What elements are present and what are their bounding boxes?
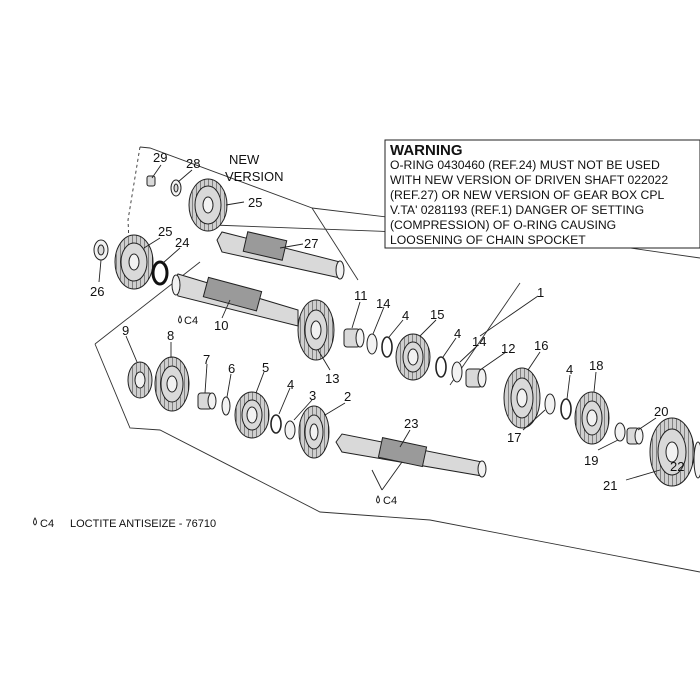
drop-icon [376, 495, 380, 504]
part-12-bush [465, 368, 487, 388]
callout-6: 6 [228, 361, 235, 376]
callout-18: 18 [589, 358, 603, 373]
callout-2: 2 [344, 389, 351, 404]
part-8-gear [154, 356, 190, 412]
part-19-washer [614, 422, 626, 442]
part-13-gear [297, 299, 335, 361]
warning-box: WARNING O-RING 0430460 (REF.24) MUST NOT… [384, 139, 700, 249]
warning-line: O-RING 0430460 (REF.24) MUST NOT BE USED [390, 158, 660, 172]
part-21-gear [649, 417, 695, 487]
part-27-driven-shaft [216, 231, 345, 280]
part-18-gear [574, 391, 610, 445]
part-2-gear [298, 405, 330, 459]
callout-4: 4 [287, 377, 294, 392]
loctite-code: C4 [383, 495, 397, 507]
part-7-bush [197, 392, 217, 410]
callout-15: 15 [430, 307, 444, 322]
callout-4: 4 [566, 362, 573, 377]
callout-27: 27 [304, 236, 318, 251]
callout-4: 4 [454, 326, 461, 341]
callout-numbers: 29 28 25 27 25 24 26 10 13 11 14 4 15 4 … [90, 150, 684, 493]
part-4-circlip [435, 356, 447, 378]
callout-9: 9 [122, 323, 129, 338]
warning-line: (REF.27) OR NEW VERSION OF GEAR BOX CPL [390, 188, 664, 202]
callout-10: 10 [214, 318, 228, 333]
part-24-o-ring [151, 260, 169, 286]
legend-text: LOCTITE ANTISEIZE - 76710 [70, 518, 216, 530]
part-14-washer [366, 333, 378, 355]
part-4-circlip [560, 398, 572, 420]
part-25-sprocket-new [188, 178, 228, 232]
part-5-gear [234, 391, 270, 439]
callout-29: 29 [153, 150, 167, 165]
drop-icon [33, 517, 37, 526]
warning-line: V.TA' 0281193 (REF.1) DANGER OF SETTING [390, 203, 644, 217]
callout-25: 25 [158, 224, 172, 239]
warning-line: WITH NEW VERSION OF DRIVEN SHAFT 022022 [390, 173, 668, 187]
callout-14: 14 [376, 296, 390, 311]
new-version-label: VERSION [225, 169, 284, 184]
callout-24: 24 [175, 235, 189, 250]
part-10-shaft [171, 273, 299, 327]
part-3-washer [284, 420, 296, 440]
part-23-main-shaft [335, 433, 487, 478]
part-20-bush [626, 427, 644, 445]
callout-5: 5 [262, 360, 269, 375]
part-29-nut [146, 175, 156, 187]
callout-23: 23 [404, 416, 418, 431]
callout-12: 12 [501, 341, 515, 356]
loctite-marker-shaft-23: C4 [371, 461, 403, 507]
callout-22: 22 [670, 459, 684, 474]
part-6-washer [221, 396, 231, 416]
loctite-code: C4 [184, 315, 198, 327]
callout-13: 13 [325, 371, 339, 386]
legend: C4 LOCTITE ANTISEIZE - 76710 [33, 517, 216, 530]
part-14-washer [451, 361, 463, 383]
part-4-circlip [381, 336, 393, 358]
part-25-sprocket [114, 234, 154, 290]
loctite-marker-shaft-10: C4 [178, 315, 198, 327]
callout-11: 11 [354, 288, 368, 303]
warning-line: LOOSENING OF CHAIN SPOCKET [390, 233, 586, 247]
part-22-gear [693, 441, 700, 479]
new-version-label: NEW [229, 152, 260, 167]
part-26-washer [93, 239, 109, 261]
warning-title: WARNING [390, 142, 463, 159]
part-28-washer [170, 179, 182, 197]
warning-line: (COMPRESSION) OF O-RING CAUSING [390, 218, 616, 232]
callout-8: 8 [167, 328, 174, 343]
part-15-gear [395, 333, 431, 381]
legend-code: C4 [40, 518, 54, 530]
callout-19: 19 [584, 453, 598, 468]
callout-7: 7 [203, 352, 210, 367]
callout-17: 17 [507, 430, 521, 445]
callout-20: 20 [654, 404, 668, 419]
callout-14: 14 [472, 334, 486, 349]
callout-1: 1 [537, 285, 544, 300]
part-17-washer [544, 393, 556, 415]
callout-16: 16 [534, 338, 548, 353]
callout-3: 3 [309, 388, 316, 403]
callout-21: 21 [603, 478, 617, 493]
callout-26: 26 [90, 284, 104, 299]
part-16-gear [503, 367, 541, 429]
drop-icon [178, 315, 182, 324]
callout-28: 28 [186, 156, 200, 171]
callout-25: 25 [248, 195, 262, 210]
part-9-gear [127, 361, 153, 399]
callout-4: 4 [402, 308, 409, 323]
part-4-circlip [270, 414, 282, 434]
leader-lines [98, 164, 661, 481]
part-11-bush [343, 328, 365, 348]
